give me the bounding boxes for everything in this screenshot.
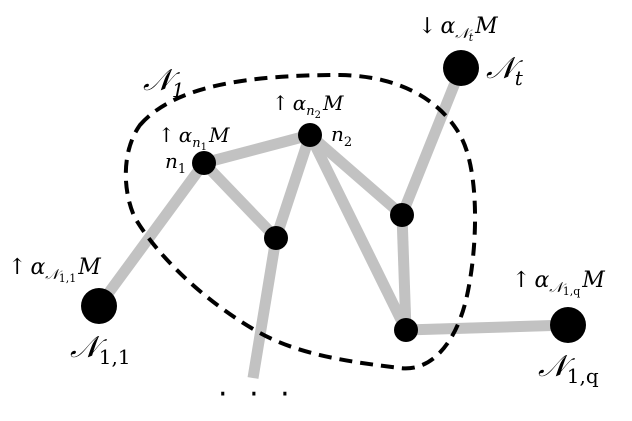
edge-n1-n2 [202, 129, 312, 169]
node-N11 [81, 288, 117, 324]
node-N11-weight-label: ↑α𝒩1,1M [8, 255, 101, 285]
node-N11-label: 𝒩1,1 [70, 330, 131, 369]
node-mid-b [390, 203, 414, 227]
region-boundary [123, 72, 477, 371]
node-N1q [550, 307, 586, 343]
edge-mid-b-mid-c [396, 214, 412, 331]
edge-mid-a-down [247, 237, 282, 379]
edge-mid-c-N1q [405, 319, 569, 336]
edge-mid-b-Nt [396, 65, 467, 218]
edge-n2-mid-b [306, 130, 406, 220]
node-n2-weight-label: ↑αn2M [272, 91, 344, 121]
edge-n1-N11 [94, 159, 209, 310]
edge-n2-mid-c [305, 132, 411, 333]
node-n1-weight-label: ↑αn1M [158, 123, 230, 153]
edge-n2-mid-a [270, 133, 316, 240]
node-n2-label: n2 [331, 122, 352, 150]
node-N1q-weight-label: ↑α𝒩1,qM [512, 268, 605, 298]
node-mid-a [264, 226, 288, 250]
node-n2 [298, 123, 322, 147]
node-n1 [192, 151, 216, 175]
region-label: 𝒩1 [143, 63, 184, 102]
edges [94, 65, 569, 379]
node-Nt-label: 𝒩t [486, 51, 524, 90]
edge-n1-mid-a [200, 159, 280, 242]
node-Nt [443, 50, 479, 86]
node-n1-label: n1 [165, 149, 186, 177]
node-Nt-weight-label: ↓α𝒩tM [418, 14, 498, 44]
ellipsis: · · · [218, 377, 296, 412]
node-N1q-label: 𝒩1,q [538, 349, 599, 388]
node-mid-c [394, 318, 418, 342]
nodes [81, 50, 586, 343]
